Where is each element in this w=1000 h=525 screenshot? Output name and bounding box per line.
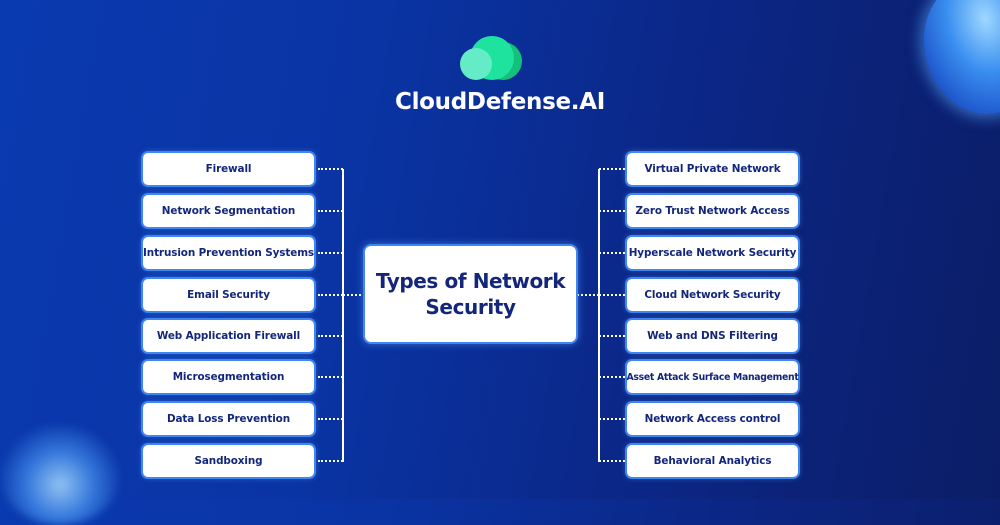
right-connector-line [598,169,600,462]
decorative-shield-icon [912,0,1000,125]
left-item-connector [318,210,343,212]
right-item-box: Cloud Network Security [627,279,798,311]
right-item-box: Web and DNS Filtering [627,320,798,352]
right-item-box: Network Access control [627,403,798,435]
left-item-connector [318,460,343,462]
right-item-box: Asset Attack Surface Management [627,361,799,393]
left-item-box: Web Application Firewall [143,320,314,352]
left-item-connector [318,418,343,420]
right-item-box: Virtual Private Network [627,153,798,185]
right-item-connector [599,168,625,170]
right-item-connector [599,210,625,212]
left-item-connector [318,252,343,254]
right-item-box: Zero Trust Network Access [627,195,798,227]
brand-name: CloudDefense.AI [395,89,605,115]
left-item-box: Intrusion Prevention Systems [143,237,314,269]
right-item-connector [599,460,625,462]
decorative-glow-shape [0,425,120,525]
left-item-box: Data Loss Prevention [143,403,314,435]
left-item-connector [318,294,343,296]
left-item-connector [318,376,343,378]
center-title-line-2: Security [425,295,516,319]
left-item-box: Firewall [143,153,314,185]
left-item-box: Sandboxing [143,445,314,477]
left-item-box: Microsegmentation [143,361,314,393]
left-item-connector [318,168,343,170]
cloud-logo-icon [458,36,524,84]
right-item-connector [599,376,625,378]
right-item-connector [599,294,625,296]
left-item-box: Network Segmentation [143,195,314,227]
right-item-connector [599,252,625,254]
logo-circle-light [460,48,492,80]
right-item-connector [599,335,625,337]
left-item-box: Email Security [143,279,314,311]
right-item-connector [599,418,625,420]
right-item-box: Behavioral Analytics [627,445,798,477]
center-title-box: Types of Network Security [365,246,576,342]
left-item-connector [318,335,343,337]
left-center-connector [343,294,365,296]
left-connector-line [342,169,344,462]
center-title-line-1: Types of Network [375,269,566,293]
right-item-box: Hyperscale Network Security [627,237,798,269]
right-center-connector [577,294,599,296]
